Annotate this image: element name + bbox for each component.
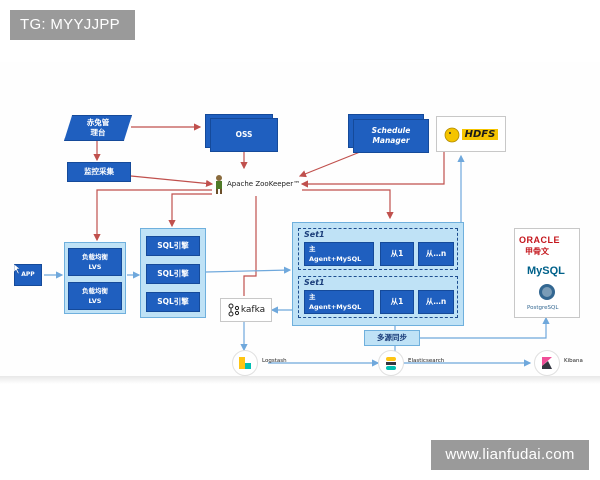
set-b-title: Set1 bbox=[304, 278, 325, 287]
elasticsearch-icon bbox=[386, 357, 396, 370]
kibana-icon bbox=[542, 357, 552, 369]
node-sql-3: SQL引擎 bbox=[146, 292, 200, 312]
node-jiankong: 监控采集 bbox=[67, 162, 131, 182]
node-chimian: 赤兔管 理台 bbox=[64, 115, 132, 141]
logstash-label: Logstash bbox=[262, 358, 287, 364]
node-sync: 多源同步 bbox=[364, 330, 420, 346]
node-set-b-slaven: 从…n bbox=[418, 290, 454, 314]
node-hdfs: HDFS bbox=[436, 116, 506, 152]
node-databases: ORACLE 甲骨文 MySQL PostgreSQL bbox=[514, 228, 580, 318]
watermark-telegram: TG: MYYJJPP bbox=[10, 10, 135, 40]
app-label: APP bbox=[21, 271, 35, 278]
zookeeper-figure-icon bbox=[216, 175, 222, 194]
oracle-cn-logo-text: 甲骨文 bbox=[525, 247, 549, 256]
mysql-logo-text: MySQL bbox=[527, 265, 565, 277]
node-oss: OSS bbox=[210, 118, 278, 152]
watermark-website: www.lianfudai.com bbox=[431, 440, 589, 470]
hadoop-elephant-icon bbox=[444, 127, 460, 143]
edge-jiankong-zk bbox=[130, 175, 214, 187]
node-set-a-main: 主 Agent+MySQL bbox=[304, 242, 374, 266]
node-set-b-main: 主 Agent+MySQL bbox=[304, 290, 374, 314]
edge-schedule-zk bbox=[298, 151, 361, 178]
edge-zk-kafka bbox=[243, 196, 257, 296]
elasticsearch-label: Elasticsearch bbox=[408, 358, 445, 364]
kafka-label: kafka bbox=[240, 305, 266, 315]
logstash-logo bbox=[232, 350, 258, 376]
kibana-logo bbox=[534, 350, 560, 376]
hdfs-label: HDFS bbox=[461, 128, 499, 140]
node-zookeeper: Apache ZooKeeper™ bbox=[213, 172, 305, 196]
zookeeper-label: Apache ZooKeeper™ bbox=[227, 180, 301, 188]
edge-sql-set bbox=[205, 266, 292, 274]
node-app: APP bbox=[14, 264, 42, 286]
node-schedule: Schedule Manager bbox=[353, 119, 429, 153]
node-sql-1: SQL引擎 bbox=[146, 236, 200, 256]
postgres-logo-text: PostgreSQL bbox=[527, 305, 559, 311]
cursor-icon bbox=[14, 264, 21, 274]
edge-zk-sql bbox=[168, 193, 212, 228]
edge-hdfs-zk bbox=[300, 152, 445, 188]
edge-zk-lb bbox=[93, 189, 212, 242]
node-set-a-slave1: 从1 bbox=[380, 242, 414, 266]
node-sql-2: SQL引擎 bbox=[146, 264, 200, 284]
logstash-icon bbox=[239, 357, 251, 369]
node-kafka: kafka bbox=[220, 298, 272, 322]
kibana-label: Kibana bbox=[564, 358, 583, 364]
kafka-icon bbox=[228, 303, 239, 317]
postgres-elephant-icon bbox=[539, 284, 555, 300]
node-lb-1: 负载均衡 LVS bbox=[68, 248, 122, 276]
node-lb-2: 负载均衡 LVS bbox=[68, 282, 122, 310]
node-set-b-slave1: 从1 bbox=[380, 290, 414, 314]
set-a-title: Set1 bbox=[304, 230, 325, 239]
set-group-a bbox=[298, 228, 458, 270]
edge-zk-set bbox=[302, 189, 394, 220]
elasticsearch-logo bbox=[378, 350, 404, 376]
edge-sync-db bbox=[420, 316, 550, 339]
node-set-a-slaven: 从…n bbox=[418, 242, 454, 266]
bottom-shadow bbox=[0, 376, 600, 384]
set-group-b bbox=[298, 276, 458, 318]
oracle-logo-text: ORACLE bbox=[519, 235, 560, 245]
